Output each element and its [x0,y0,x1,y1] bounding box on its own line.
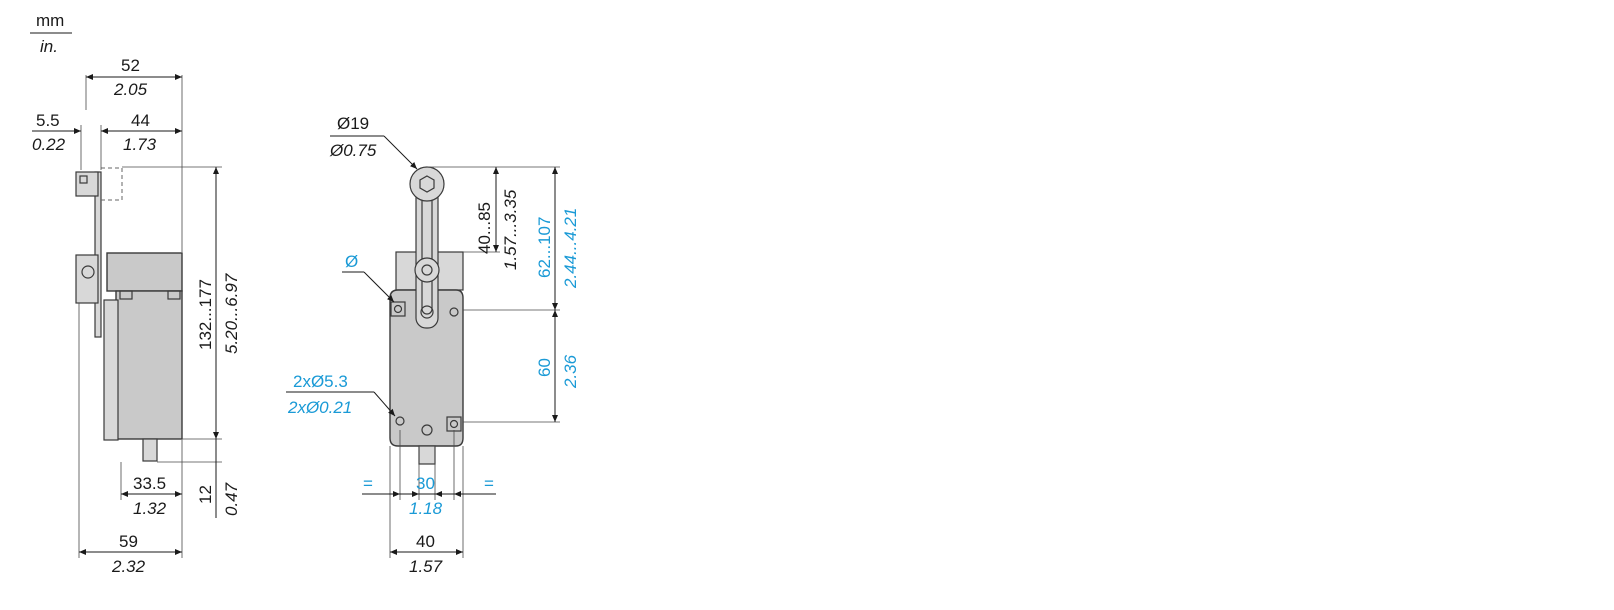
mount-hole-bottom-left [395,416,405,426]
dim-head-width-in: 1.73 [123,135,157,154]
dim-diameter-symbol: Ø [345,252,358,271]
dim-base-width-mm: 59 [119,532,138,551]
leader-roller [383,135,418,170]
dim-width-total-in: 2.05 [113,80,148,99]
units-legend: mm in. [30,11,72,56]
dim-lever-length-in: 1.57...3.35 [501,189,520,270]
dim-lever-offset-mm: 5.5 [36,111,60,130]
roller-bolt [79,175,88,184]
unit-mm-label: mm [36,11,64,30]
dim-height-range-mm: 132...177 [196,279,215,350]
dim-adjust-range-mm: 62...107 [535,217,554,278]
roller-side [75,171,99,197]
dim-equal-left: = [363,474,373,493]
dim-head-width-mm: 44 [131,111,150,130]
dim-width-total-mm: 52 [121,56,140,75]
lever-hub [75,254,99,304]
roller-front [409,166,445,202]
switch-head-side [106,252,183,292]
dim-mount-holes-mm: 2xØ5.3 [293,372,348,391]
mount-tab-top-left [390,301,406,317]
dim-hole-spacing-mm: 30 [416,474,435,493]
dim-lever-offset-in: 0.22 [32,135,66,154]
mount-hole-bottom-right [449,419,459,429]
hub-screw [81,265,95,279]
alternate-roller-position [101,167,123,201]
dim-base-width-in: 2.32 [111,557,146,576]
dim-adjust-range-in: 2.44...4.21 [561,208,580,289]
dim-equal-right: = [484,474,494,493]
leader-diameter [363,271,395,303]
dim-plunger-offset-in: 1.32 [133,499,167,518]
front-view: Ø19 Ø0.75 40...85 1.57...3.35 62...107 2… [286,114,580,576]
dim-plunger-offset-mm: 33.5 [133,474,166,493]
dim-roller-diameter-mm: Ø19 [337,114,369,133]
dim-roller-diameter-in: Ø0.75 [329,141,377,160]
dim-body-width-in: 1.57 [409,557,443,576]
dim-body-width-mm: 40 [416,532,435,551]
body-flange [103,299,119,441]
dim-plunger-height-in: 0.47 [222,482,241,516]
switch-body-front [389,289,464,447]
plunger-side [142,438,158,462]
switch-body-side [115,290,183,440]
side-view: 52 2.05 5.5 0.22 44 1.73 132...177 5.20.… [32,56,241,576]
dim-hole-spacing-in: 1.18 [409,499,443,518]
body-tab-right [167,290,181,300]
unit-in-label: in. [40,37,58,56]
lever-hub-front [414,257,440,283]
dim-height-range-in: 5.20...6.97 [222,273,241,354]
dim-plunger-height-mm: 12 [196,485,215,504]
dim-body-height-mm: 60 [535,358,554,377]
mount-hole-top-left [393,304,403,314]
body-tab-left [119,290,133,300]
mount-hole-top-right [449,307,459,317]
dim-lever-length-mm: 40...85 [475,202,494,254]
bottom-screw [421,424,433,436]
lever-hub-screw [421,264,433,276]
roller-hex-bolt [419,175,435,193]
dim-body-height-in: 2.36 [561,354,580,389]
plunger-front [418,445,436,465]
leader-mount-holes [373,391,396,417]
dim-mount-holes-in: 2xØ0.21 [287,398,352,417]
lever-clamp-screw [420,305,434,319]
